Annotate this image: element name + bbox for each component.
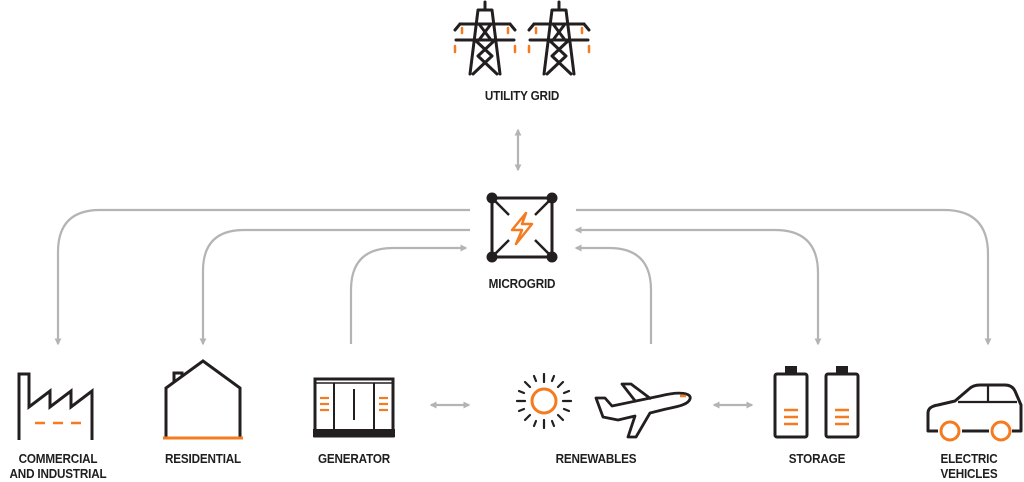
- transmission-tower-icon: [453, 0, 591, 76]
- battery-icon: [773, 366, 860, 439]
- commercial-label-line1: COMMERCIAL: [18, 451, 98, 466]
- tower-right: [527, 0, 591, 76]
- connector-generator-microgrid: [349, 244, 468, 344]
- connectors: [54, 128, 992, 409]
- connector-microgrid-ev: [576, 208, 992, 346]
- ev-label-line1: ELECTRIC: [940, 451, 998, 466]
- microgrid-label: MICROGRID: [488, 276, 556, 291]
- connector-microgrid-storage: [574, 226, 822, 346]
- wind-plane: [594, 382, 692, 439]
- utility-grid-label: UTILITY GRID: [484, 88, 560, 103]
- commercial-label: COMMERCIAL AND INDUSTRIAL: [2, 451, 114, 481]
- generator-icon: [313, 377, 395, 438]
- connector-microgrid-residential: [199, 228, 470, 346]
- ev-label: ELECTRIC VEHICLES: [920, 451, 1019, 481]
- connector-renewables-microgrid: [574, 244, 653, 344]
- car-icon: [926, 383, 1023, 442]
- generator-label: GENERATOR: [317, 451, 391, 466]
- microgrid-lightning-icon: [486, 192, 558, 263]
- residential-label: RESIDENTIAL: [164, 451, 242, 466]
- factory-icon: [17, 372, 94, 440]
- tower-left: [453, 0, 517, 76]
- commercial-label-line2: AND INDUSTRIAL: [9, 466, 107, 481]
- sun-and-wind-icon: [515, 372, 692, 439]
- ev-label-line2: VEHICLES: [940, 466, 998, 481]
- house-icon: [163, 359, 243, 440]
- connector-microgrid-commercial: [54, 208, 470, 346]
- renewables-label: RENEWABLES: [555, 451, 637, 466]
- storage-label: STORAGE: [788, 451, 846, 466]
- sun: [515, 372, 573, 430]
